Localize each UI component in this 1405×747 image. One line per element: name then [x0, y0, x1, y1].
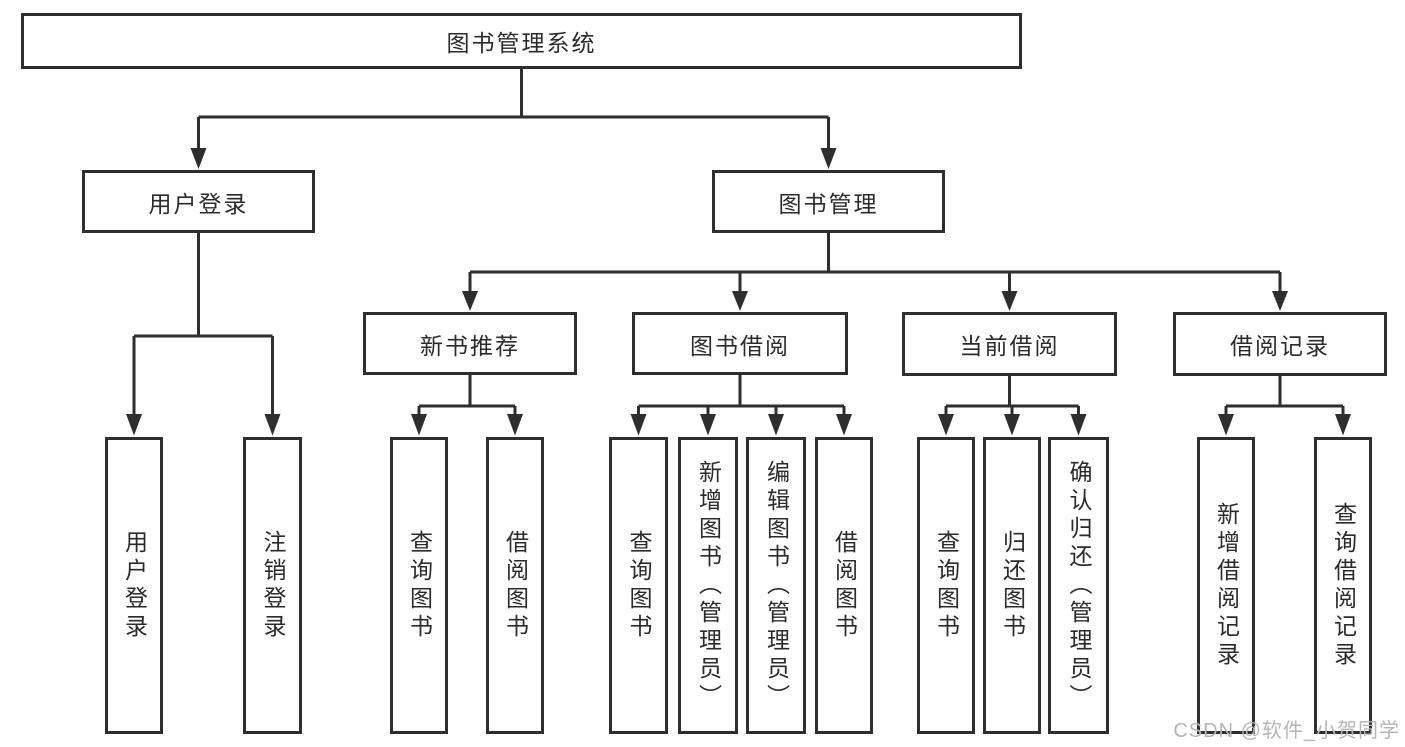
node-book-mgmt-label: 图书管理 — [778, 190, 879, 217]
edge-user-login-to-leaves — [126, 233, 281, 436]
edge-book-mgmt-to-level3 — [462, 233, 1288, 311]
node-leaf-br-add: 新增借阅记录 — [1197, 437, 1255, 734]
node-leaf-bb-query-label: 查询图书 — [626, 529, 652, 642]
node-leaf-nb-borrow-label: 借阅图书 — [502, 529, 529, 642]
node-leaf-bb-edit-label: 编辑图书（管理员） — [763, 459, 790, 712]
node-new-book-rec-label: 新书推荐 — [420, 332, 520, 359]
node-current-borrow: 当前借阅 — [902, 312, 1117, 376]
node-new-book-rec: 新书推荐 — [363, 312, 577, 375]
edge-current-borrow-to-leaves — [938, 376, 1087, 436]
node-leaf-user-login-label: 用户登录 — [121, 529, 148, 642]
node-user-login-label: 用户登录 — [148, 190, 249, 217]
node-leaf-cb-confirm: 确认归还（管理员） — [1048, 437, 1109, 734]
node-current-borrow-label: 当前借阅 — [959, 333, 1060, 359]
node-leaf-cb-return-label: 归还图书 — [999, 529, 1026, 642]
node-leaf-bb-borrow-label: 借阅图书 — [831, 529, 858, 642]
node-leaf-bb-borrow: 借阅图书 — [815, 437, 873, 734]
node-leaf-br-query-label: 查询借阅记录 — [1330, 501, 1357, 670]
node-borrow-records: 借阅记录 — [1173, 312, 1387, 376]
node-user-login: 用户登录 — [82, 170, 315, 233]
node-leaf-nb-borrow: 借阅图书 — [486, 437, 544, 734]
edge-borrow-records-to-leaves — [1218, 376, 1351, 436]
node-borrow-records-label: 借阅记录 — [1230, 333, 1330, 359]
node-leaf-logout-label: 注销登录 — [260, 529, 286, 642]
node-leaf-bb-edit: 编辑图书（管理员） — [746, 437, 806, 734]
node-leaf-nb-query-label: 查询图书 — [406, 529, 433, 642]
node-leaf-nb-query: 查询图书 — [390, 437, 448, 734]
node-book-borrow: 图书借阅 — [632, 312, 848, 375]
node-leaf-bb-add: 新增图书（管理员） — [678, 437, 738, 734]
node-leaf-cb-confirm-label: 确认归还（管理员） — [1066, 459, 1092, 712]
node-root: 图书管理系统 — [21, 13, 1022, 69]
node-leaf-br-add-label: 新增借阅记录 — [1213, 501, 1240, 670]
edge-book-borrow-to-leaves — [630, 375, 852, 436]
csdn-watermark: CSDN @软件_小贺同学 — [1173, 720, 1400, 742]
node-leaf-cb-query-label: 查询图书 — [933, 529, 960, 642]
edge-root-to-level2 — [190, 69, 837, 169]
node-leaf-bb-add-label: 新增图书（管理员） — [695, 459, 722, 712]
node-leaf-logout: 注销登录 — [243, 437, 302, 734]
edge-new-book-rec-to-leaves — [411, 375, 523, 436]
node-leaf-cb-query: 查询图书 — [917, 437, 975, 734]
node-leaf-user-login: 用户登录 — [105, 437, 163, 734]
node-book-borrow-label: 图书借阅 — [690, 332, 790, 359]
node-leaf-bb-query: 查询图书 — [609, 437, 668, 734]
node-leaf-br-query: 查询借阅记录 — [1314, 437, 1372, 734]
node-book-mgmt: 图书管理 — [712, 170, 945, 233]
node-root-label: 图书管理系统 — [446, 30, 597, 56]
node-leaf-cb-return: 归还图书 — [983, 437, 1041, 734]
